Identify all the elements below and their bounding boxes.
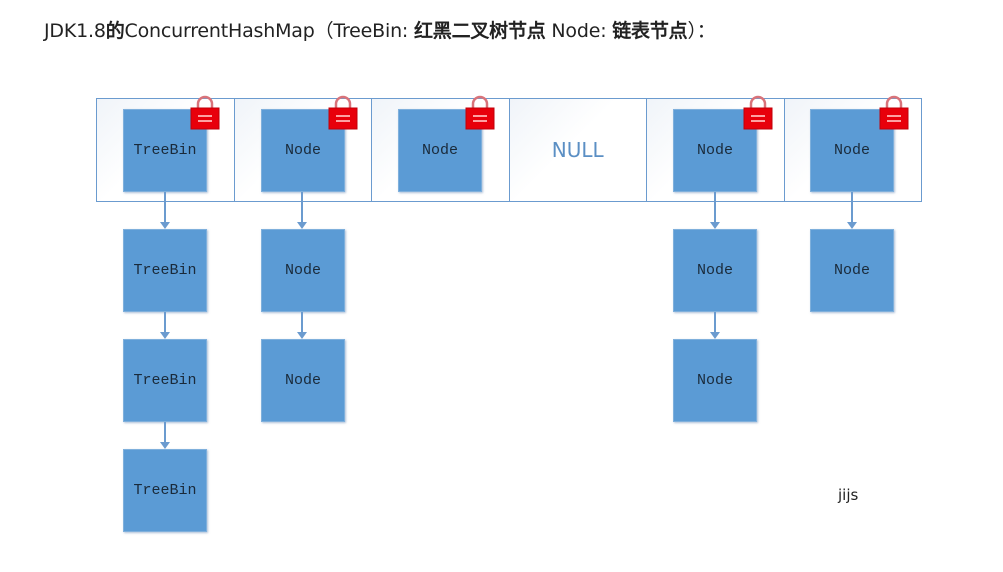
title-bold-de: 的 — [105, 20, 125, 42]
chain-node: TreeBin — [123, 229, 207, 312]
arrow-down-icon — [710, 332, 720, 339]
connector-line — [164, 312, 166, 332]
chain-node: TreeBin — [123, 339, 207, 422]
connector-line — [714, 192, 716, 222]
title-bold-treebin-desc: 红黑二叉树节点 — [413, 20, 546, 42]
arrow-down-icon — [297, 332, 307, 339]
title-suffix: ）： — [687, 20, 716, 42]
connector-line — [164, 192, 166, 222]
connector-line — [714, 312, 716, 332]
arrow-down-icon — [297, 222, 307, 229]
title-bold-node-desc: 链表节点 — [612, 20, 688, 42]
connector-line — [164, 422, 166, 442]
arrow-down-icon — [847, 222, 857, 229]
padlock-icon — [465, 95, 495, 130]
padlock-icon — [190, 95, 220, 130]
padlock-icon — [879, 95, 909, 130]
chain-node: Node — [261, 339, 345, 422]
watermark: jijs — [838, 486, 859, 504]
chain-node: Node — [810, 229, 894, 312]
head-node-5: Node — [810, 109, 894, 192]
arrow-down-icon — [160, 222, 170, 229]
padlock-icon — [328, 95, 358, 130]
chain-node: Node — [261, 229, 345, 312]
title-mid: ConcurrentHashMap（TreeBin: — [124, 20, 414, 42]
connector-line — [851, 192, 853, 222]
chain-node: Node — [673, 229, 757, 312]
connector-line — [301, 312, 303, 332]
arrow-down-icon — [160, 332, 170, 339]
page-title: JDK1.8的ConcurrentHashMap（TreeBin: 红黑二叉树节… — [44, 16, 716, 43]
null-slot-label: NULL — [551, 138, 604, 162]
table-slot-3: NULL — [509, 99, 647, 201]
chain-node: Node — [673, 339, 757, 422]
padlock-icon — [743, 95, 773, 130]
title-mid2: Node: — [545, 20, 613, 42]
arrow-down-icon — [160, 442, 170, 449]
arrow-down-icon — [710, 222, 720, 229]
chain-node: TreeBin — [123, 449, 207, 532]
head-node-4: Node — [673, 109, 757, 192]
title-prefix: JDK1.8 — [44, 20, 106, 42]
connector-line — [301, 192, 303, 222]
